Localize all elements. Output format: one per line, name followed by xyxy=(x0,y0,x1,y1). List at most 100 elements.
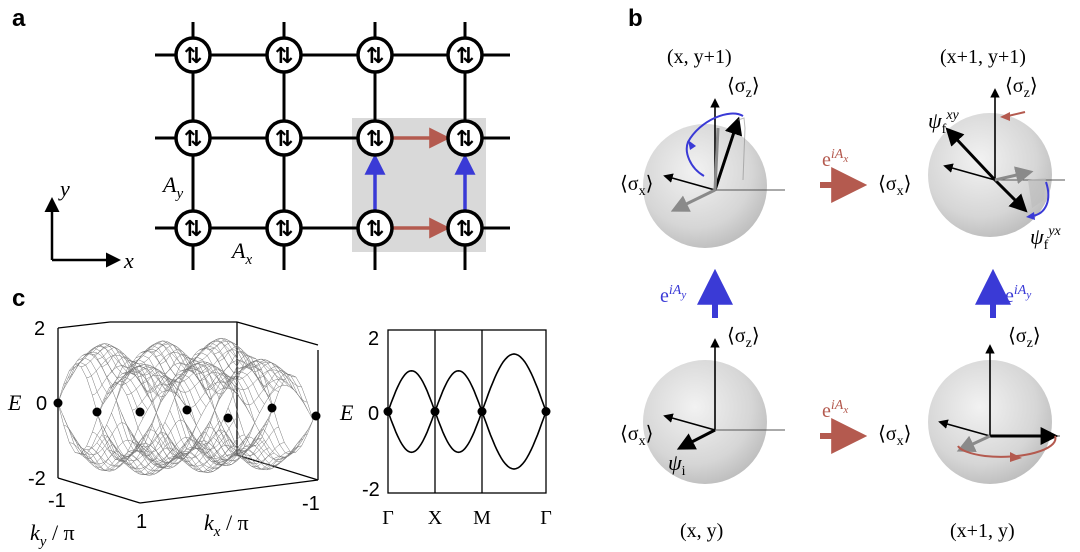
spin-pair-icon: ⇅ xyxy=(366,127,384,152)
mesh-line xyxy=(63,346,239,385)
dirac-points-2d xyxy=(383,407,551,416)
svg-text:eiAy: eiAy xyxy=(1005,283,1031,307)
sphere-tl-vectors xyxy=(670,112,746,212)
lattice-site: ⇅ xyxy=(356,36,394,74)
transport-x-bottom: eiAx xyxy=(820,398,868,454)
spin-pair-icon: ⇅ xyxy=(184,127,202,152)
dirac-point xyxy=(430,407,440,416)
surface-plot: 2 0 -2 E -1 1 -1 ky / π kx / π xyxy=(7,318,321,550)
mesh-line xyxy=(92,360,268,396)
mesh-line xyxy=(57,394,234,450)
mesh-line xyxy=(103,365,279,400)
band-plot-frame xyxy=(387,329,547,494)
lattice-site: ⇅ xyxy=(174,209,212,247)
svg-text:eiAy: eiAy xyxy=(660,283,686,307)
mesh-line xyxy=(126,445,302,472)
mesh-line xyxy=(126,369,302,396)
sigma-z-tr: ⟨σz⟩ xyxy=(1005,75,1038,101)
mesh-line xyxy=(137,419,314,463)
coordinate-axes: y x xyxy=(44,176,134,273)
bloch-sphere-top-left xyxy=(643,124,767,248)
band-ytick-top: 2 xyxy=(368,328,379,350)
band-line-1 xyxy=(387,409,547,470)
mesh-line xyxy=(69,340,245,371)
band-ytick-bot: -2 xyxy=(362,479,380,501)
z-tick-mid: 0 xyxy=(36,393,47,415)
spin-pair-icon: ⇅ xyxy=(275,127,293,152)
dirac-point xyxy=(541,407,551,416)
dirac-point xyxy=(53,398,63,408)
lattice-site: ⇅ xyxy=(446,36,484,74)
mesh-line xyxy=(63,416,239,456)
mesh-line xyxy=(137,385,314,429)
band-ylabel: E xyxy=(339,400,354,425)
band-curves xyxy=(387,353,547,470)
mesh-line xyxy=(120,451,296,476)
dirac-point xyxy=(267,403,277,413)
dirac-point xyxy=(311,411,321,421)
spin-pair-icon: ⇅ xyxy=(275,44,293,69)
lattice-site: ⇅ xyxy=(265,209,303,247)
mesh-line xyxy=(97,366,274,416)
band-xtick: Γ xyxy=(540,507,552,529)
surface-mesh xyxy=(57,337,314,476)
dirac-point xyxy=(135,407,145,417)
band-xtick: M xyxy=(473,507,491,529)
z-tick-bot: -2 xyxy=(28,468,46,490)
panel-label-c: c xyxy=(12,285,25,312)
coord-bottom-left: (x, y) xyxy=(680,520,723,542)
mesh-line xyxy=(72,352,153,403)
sigma-x-br: ⟨σx⟩ xyxy=(878,423,911,449)
sigma-x-bl: ⟨σx⟩ xyxy=(620,423,653,449)
coord-bottom-right: (x+1, y) xyxy=(950,520,1015,542)
sphere-br-vectors xyxy=(956,427,1059,462)
lattice-site: ⇅ xyxy=(174,119,212,157)
svg-text:eiAx: eiAx xyxy=(822,147,848,171)
coord-top-right: (x+1, y+1) xyxy=(940,46,1026,68)
mesh-line xyxy=(86,437,262,467)
mesh-line xyxy=(109,361,285,388)
mesh-line xyxy=(232,394,314,453)
mesh-line xyxy=(75,444,251,471)
transport-x-top: eiAx xyxy=(820,147,868,203)
sx-axis xyxy=(943,163,996,181)
lattice-sites: ⇅⇅⇅⇅⇅⇅⇅⇅⇅⇅⇅⇅ xyxy=(174,36,484,247)
mesh-line xyxy=(227,354,309,412)
link-y-label: Ay xyxy=(161,172,183,202)
sigma-x-tr: ⟨σx⟩ xyxy=(878,173,911,199)
spin-pair-icon: ⇅ xyxy=(456,44,474,69)
lattice-site: ⇅ xyxy=(446,209,484,247)
sx-axis xyxy=(938,419,991,437)
z-tick-top: 2 xyxy=(34,318,45,340)
mesh-line xyxy=(92,424,268,460)
panel-label-a: a xyxy=(12,5,26,32)
bloch-panel: (x, y+1) (x+1, y+1) (x, y) (x+1, y) xyxy=(620,46,1065,542)
transport-y-left: eiAy xyxy=(660,268,733,318)
mesh-line xyxy=(80,445,256,472)
dirac-point xyxy=(92,407,102,417)
sx-axis xyxy=(663,413,716,431)
y-tick-left: -1 xyxy=(48,490,66,512)
band-ytick-mid: 0 xyxy=(368,403,379,425)
sigma-x-tl: ⟨σx⟩ xyxy=(620,173,653,199)
mesh-line xyxy=(109,442,285,470)
dirac-point xyxy=(223,413,233,423)
sphere-bl-vectors xyxy=(676,428,716,450)
band-xtick: Γ xyxy=(382,507,394,529)
mesh-line xyxy=(97,407,274,457)
spin-pair-icon: ⇅ xyxy=(275,217,293,242)
spin-pair-icon: ⇅ xyxy=(184,217,202,242)
lattice-site: ⇅ xyxy=(265,119,303,157)
band-line-0 xyxy=(387,353,547,414)
mesh-line xyxy=(132,379,308,411)
axis-y-label: y xyxy=(58,176,70,201)
band-xtick: X xyxy=(428,507,443,529)
mesh-line xyxy=(86,349,262,379)
mesh-line xyxy=(69,434,245,465)
lattice-site: ⇅ xyxy=(356,119,394,157)
dirac-point xyxy=(477,407,487,416)
spin-pair-icon: ⇅ xyxy=(366,217,384,242)
mesh-line xyxy=(80,340,256,367)
